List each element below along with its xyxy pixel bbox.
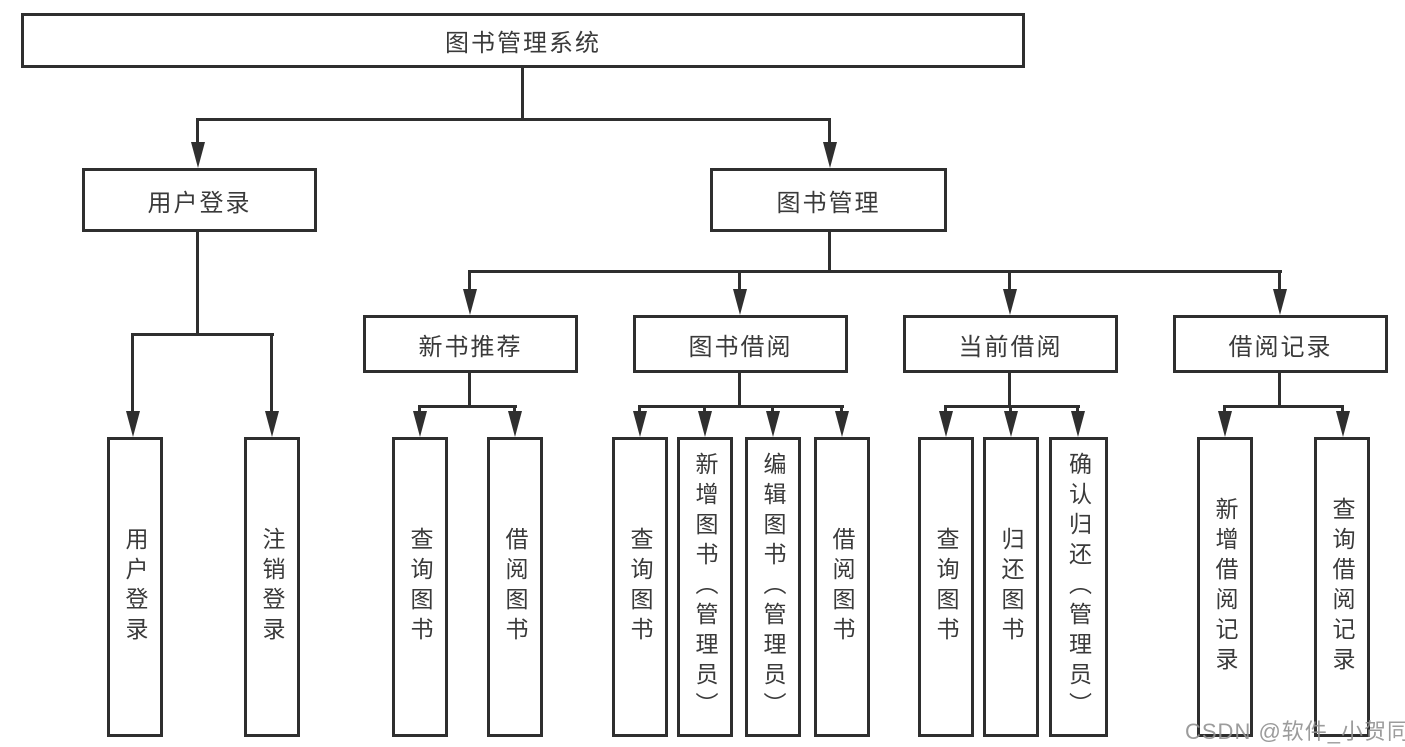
node-new-book-recommend: 新书推荐 bbox=[363, 315, 578, 373]
node-current-borrow: 当前借阅 bbox=[903, 315, 1118, 373]
connector-leaf-drop bbox=[1009, 405, 1012, 413]
connector-bb-stem bbox=[738, 373, 741, 408]
connector-book-mgmt-drop bbox=[828, 118, 831, 146]
arrow-down-icon bbox=[1218, 411, 1232, 437]
leaf-cb-confirm-return-admin: 确认归还（管理员） bbox=[1049, 437, 1108, 737]
arrow-down-icon bbox=[766, 411, 780, 437]
connector-leaf-drop bbox=[638, 405, 641, 413]
connector-leaf-drop bbox=[418, 405, 421, 413]
connector-leaf-drop bbox=[1341, 405, 1344, 413]
connector-leaf-drop bbox=[513, 405, 516, 413]
leaf-br-add-record: 新增借阅记录 bbox=[1197, 437, 1253, 737]
leaf-nbr-borrow-books: 借阅图书 bbox=[487, 437, 543, 737]
arrow-down-icon bbox=[508, 411, 522, 437]
connector-level2-drop bbox=[1008, 270, 1011, 291]
arrow-down-icon bbox=[698, 411, 712, 437]
connector-root-stem bbox=[521, 68, 524, 121]
connector-leaf-drop bbox=[1076, 405, 1079, 413]
connector-leaf-drop bbox=[270, 333, 273, 413]
connector-cb-rail bbox=[944, 405, 1080, 408]
connector-nbr-rail bbox=[418, 405, 517, 408]
leaf-bb-edit-books-admin: 编辑图书（管理员） bbox=[745, 437, 801, 737]
leaf-br-query-record: 查询借阅记录 bbox=[1314, 437, 1370, 737]
arrow-down-icon bbox=[733, 289, 747, 315]
arrow-down-icon bbox=[1336, 411, 1350, 437]
arrow-down-icon bbox=[835, 411, 849, 437]
arrow-down-icon bbox=[1273, 289, 1287, 315]
connector-nbr-stem bbox=[468, 373, 471, 408]
connector-br-stem bbox=[1278, 373, 1281, 408]
connector-leaf-drop bbox=[944, 405, 947, 413]
leaf-cb-return-books: 归还图书 bbox=[983, 437, 1039, 737]
arrow-down-icon bbox=[823, 142, 837, 168]
connector-user-login-rail bbox=[131, 333, 274, 336]
arrow-down-icon bbox=[463, 289, 477, 315]
connector-cb-stem bbox=[1008, 373, 1011, 408]
connector-bb-rail bbox=[638, 405, 844, 408]
connector-leaf-drop bbox=[840, 405, 843, 413]
node-user-login: 用户登录 bbox=[82, 168, 317, 232]
arrow-down-icon bbox=[191, 142, 205, 168]
connector-leaf-drop bbox=[771, 405, 774, 413]
connector-br-rail bbox=[1223, 405, 1344, 408]
connector-leaf-drop bbox=[703, 405, 706, 413]
connector-book-mgmt-stem bbox=[828, 232, 831, 273]
watermark: CSDN @软件_小贺同学 bbox=[1185, 719, 1405, 744]
node-book-borrow: 图书借阅 bbox=[633, 315, 848, 373]
arrow-down-icon bbox=[633, 411, 647, 437]
connector-level2-drop bbox=[468, 270, 471, 291]
node-borrow-records: 借阅记录 bbox=[1173, 315, 1388, 373]
arrow-down-icon bbox=[1071, 411, 1085, 437]
node-book-management: 图书管理 bbox=[710, 168, 947, 232]
arrow-down-icon bbox=[413, 411, 427, 437]
arrow-down-icon bbox=[1003, 289, 1017, 315]
connector-leaf-drop bbox=[131, 333, 134, 413]
connector-level2-drop bbox=[738, 270, 741, 291]
connector-level2-drop bbox=[1278, 270, 1281, 291]
leaf-user-login: 用户登录 bbox=[107, 437, 163, 737]
leaf-logout: 注销登录 bbox=[244, 437, 300, 737]
node-root: 图书管理系统 bbox=[21, 13, 1025, 68]
leaf-nbr-query-books: 查询图书 bbox=[392, 437, 448, 737]
leaf-bb-query-books: 查询图书 bbox=[612, 437, 668, 737]
connector-root-rail bbox=[196, 118, 831, 121]
connector-leaf-drop bbox=[1223, 405, 1226, 413]
leaf-bb-add-books-admin: 新增图书（管理员） bbox=[677, 437, 733, 737]
connector-book-mgmt-rail bbox=[468, 270, 1282, 273]
leaf-cb-query-books: 查询图书 bbox=[918, 437, 974, 737]
arrow-down-icon bbox=[265, 411, 279, 437]
arrow-down-icon bbox=[1004, 411, 1018, 437]
arrow-down-icon bbox=[126, 411, 140, 437]
arrow-down-icon bbox=[939, 411, 953, 437]
connector-user-login-drop bbox=[196, 118, 199, 146]
leaf-bb-borrow-books: 借阅图书 bbox=[814, 437, 870, 737]
connector-user-login-stem bbox=[196, 232, 199, 336]
